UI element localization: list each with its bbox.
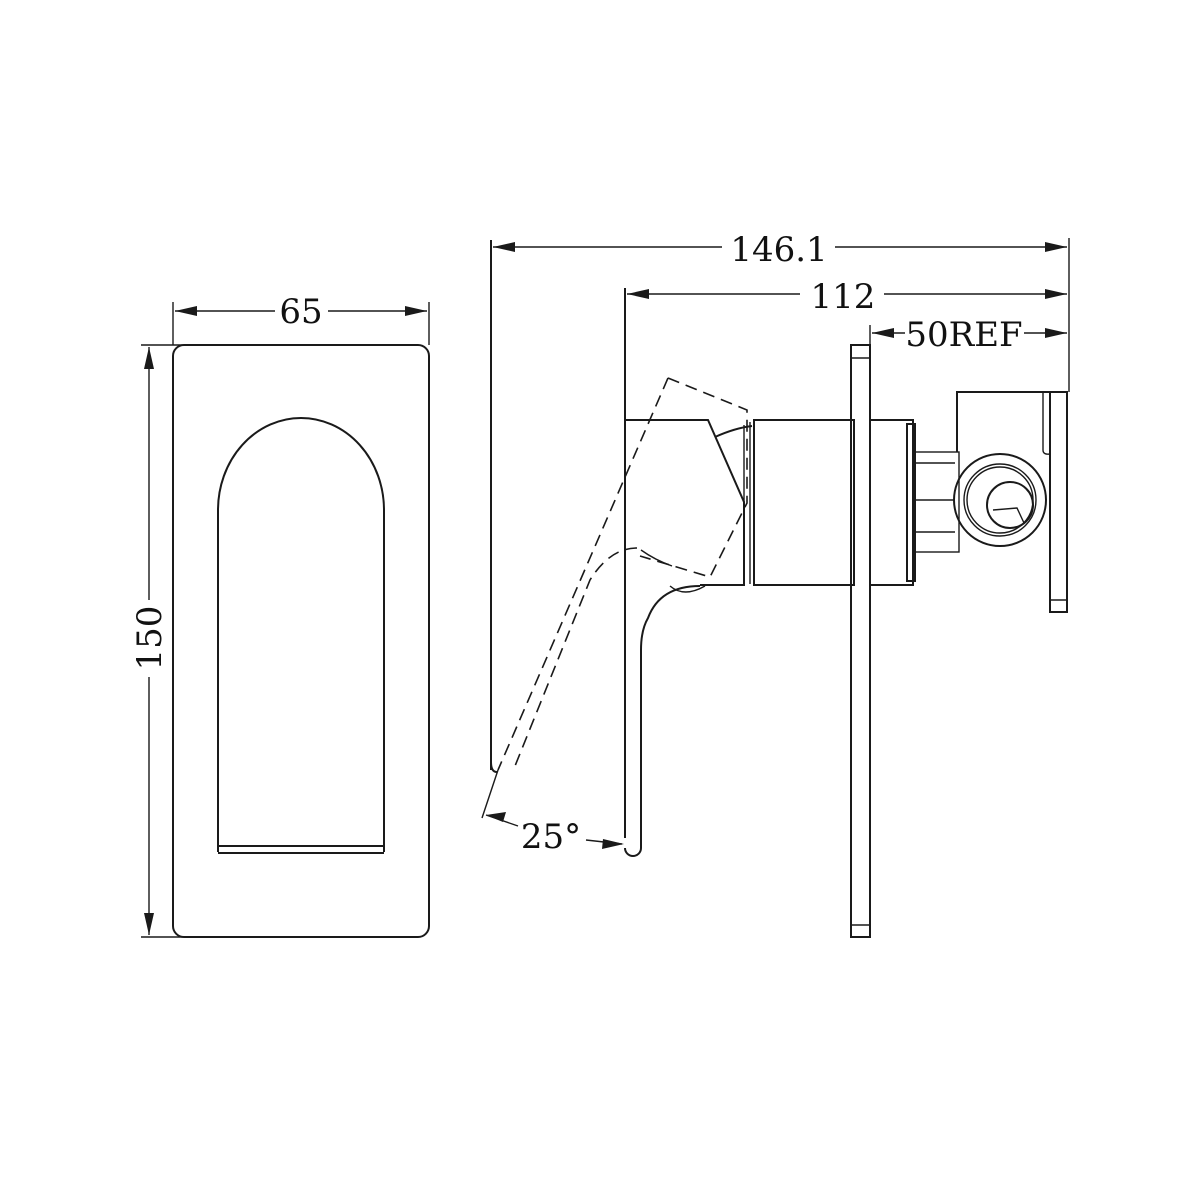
rough-in-label: 50REF	[905, 315, 1022, 355]
width-dimension: 65	[172, 292, 430, 345]
cartridge-rear	[869, 419, 914, 586]
outlet-port-ring	[963, 463, 1037, 537]
swing-extent-tip	[490, 761, 498, 773]
body-depth-label: 112	[811, 277, 876, 317]
side-view: 146.1 112 50REF	[481, 230, 1070, 938]
outlet-thread-mark	[992, 507, 1025, 524]
mounting-bracket	[1049, 391, 1068, 613]
lever-face-outline	[217, 417, 385, 852]
arrow-left-icon	[872, 328, 894, 338]
hub-curve	[714, 425, 753, 438]
lever-raised-position	[497, 377, 748, 771]
lever-outline	[624, 585, 701, 857]
arrow-left-icon	[493, 242, 515, 252]
cover-plate-outline	[172, 344, 430, 938]
lever-screw	[669, 585, 706, 593]
rough-in-dimension: 50REF	[869, 315, 1067, 355]
body-depth-dimension: 112	[627, 277, 1067, 317]
arrow-right-icon	[1045, 289, 1067, 299]
width-dim-label: 65	[279, 292, 322, 332]
valve-neck	[914, 451, 960, 553]
lever-angle-label: 25°	[521, 817, 581, 857]
height-dim-label: 150	[130, 606, 170, 671]
arrow-left-icon	[175, 306, 197, 316]
overall-depth-label: 146.1	[730, 230, 827, 270]
overall-depth-dimension: 146.1	[493, 230, 1070, 392]
arrow-left-icon	[627, 289, 649, 299]
arrow-right-icon	[1045, 328, 1067, 338]
outlet-port-outer	[953, 453, 1047, 547]
wall-flange	[850, 344, 871, 938]
arrow-right-icon	[405, 306, 427, 316]
arrow-right-icon	[1045, 242, 1067, 252]
cartridge-body	[753, 419, 855, 586]
front-view: 65 150	[130, 292, 430, 938]
outlet-port-inner	[986, 481, 1034, 529]
height-dimension: 150	[130, 344, 200, 938]
arrow-down-icon	[144, 913, 154, 935]
arrow-right-icon	[602, 839, 624, 849]
lever-angle-dimension: 25°	[481, 769, 624, 857]
arrow-up-icon	[144, 347, 154, 369]
lever-hub-outline	[625, 419, 745, 586]
valve-body-top	[956, 391, 1066, 452]
arrow-left-icon	[486, 812, 506, 822]
